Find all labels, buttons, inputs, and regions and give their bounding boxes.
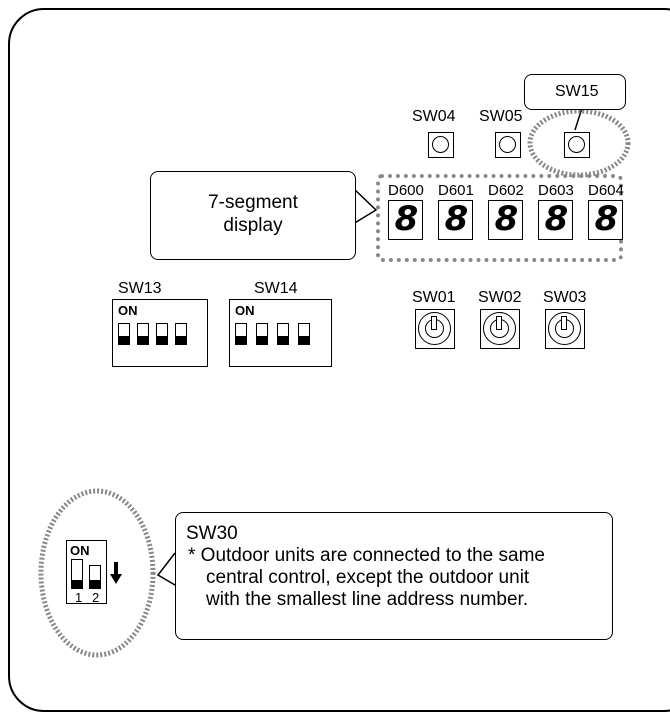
arrow-down-icon [110, 562, 122, 584]
led-digit: 8 [544, 199, 569, 239]
led-label: D600 [388, 182, 424, 199]
sw13-label: SW13 [118, 280, 162, 297]
sw02-label: SW02 [478, 289, 522, 306]
sw03-rotary-switch[interactable] [545, 309, 585, 349]
sw13-dip-switch[interactable]: ON [112, 299, 208, 367]
dip-toggle[interactable] [137, 323, 149, 345]
sw04-label: SW04 [412, 108, 456, 125]
led-digit: 8 [444, 199, 469, 239]
led-digit: 8 [394, 199, 419, 239]
sw05-label: SW05 [479, 108, 523, 125]
position-1-label: 1 [75, 590, 83, 605]
sw05-push-button[interactable] [495, 132, 521, 158]
seven-segment-line2: display [223, 215, 283, 236]
dip-toggle[interactable] [235, 323, 247, 345]
led-label: D603 [538, 182, 574, 199]
sw04-push-button[interactable] [428, 132, 454, 158]
dip-toggle[interactable] [89, 565, 101, 589]
on-label: ON [235, 303, 255, 318]
dip-toggle[interactable] [277, 323, 289, 345]
sw30-dip-switch[interactable]: ON 1 2 [66, 540, 107, 605]
seven-segment-callout: 7-segment display [150, 171, 356, 260]
sw30-note-line1: * Outdoor units are connected to the sam… [188, 545, 545, 566]
led-label: D602 [488, 182, 524, 199]
position-2-label: 2 [92, 590, 100, 605]
sw30-title: SW30 [186, 523, 238, 544]
sw14-label: SW14 [254, 280, 298, 297]
sw15-callout: SW15 [524, 74, 626, 110]
sw02-rotary-switch[interactable] [480, 309, 520, 349]
led-digit: 8 [594, 199, 619, 239]
led-label: D601 [438, 182, 474, 199]
sw30-highlight [38, 488, 156, 658]
dip-toggle[interactable] [256, 323, 268, 345]
sw30-note-line2: central control, except the outdoor unit [206, 567, 530, 588]
dip-toggle[interactable] [71, 559, 83, 589]
led-digit: 8 [494, 199, 519, 239]
led-label: D604 [588, 182, 624, 199]
callout-connectors [38, 107, 631, 658]
sw15-label: SW15 [555, 83, 599, 100]
seven-segment-line1: 7-segment [208, 192, 298, 213]
sw30-note-line3: with the smallest line address number. [206, 589, 529, 610]
sw01-label: SW01 [412, 289, 456, 306]
sw30-callout: SW30 * Outdoor units are connected to th… [175, 512, 613, 640]
sw14-dip-switch[interactable]: ON [229, 299, 332, 367]
dip-toggle[interactable] [118, 323, 130, 345]
sw03-label: SW03 [543, 289, 587, 306]
dip-toggle[interactable] [175, 323, 187, 345]
dip-toggle[interactable] [298, 323, 310, 345]
on-label: ON [70, 543, 90, 558]
sw15-push-button[interactable] [564, 132, 590, 158]
sw01-rotary-switch[interactable] [415, 309, 455, 349]
on-label: ON [118, 303, 138, 318]
dip-toggle[interactable] [156, 323, 168, 345]
